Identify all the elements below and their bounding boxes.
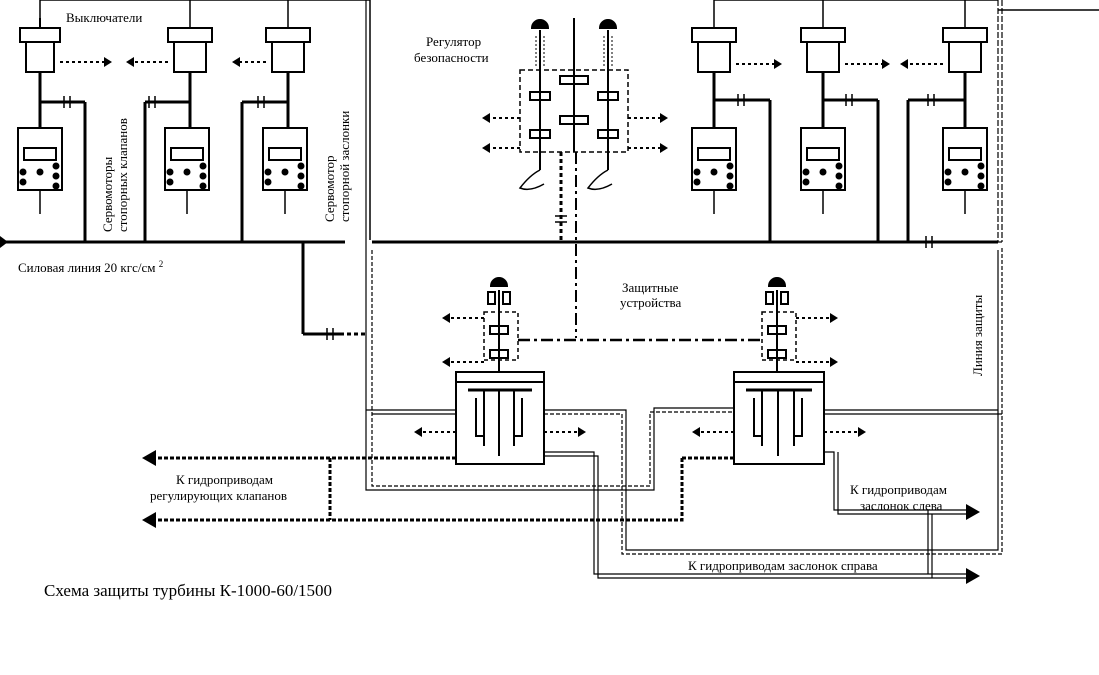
protection-line <box>365 0 1003 555</box>
switch-6 <box>900 27 988 100</box>
label-stop-damper-servo-2: стопорной заслонки <box>337 111 352 222</box>
protective-device-right <box>692 277 866 465</box>
switch-5 <box>800 27 890 100</box>
label-control-valves-1: К гидроприводам <box>176 472 273 487</box>
stop-valve-servo-2 <box>143 96 210 242</box>
label-stop-damper-servo-1: Сервомотор <box>322 156 337 222</box>
label-switches: Выключатели <box>66 10 142 25</box>
label-dampers-right: К гидроприводам заслонок справа <box>688 558 878 573</box>
power-line <box>0 236 998 340</box>
stop-valve-servo-5 <box>906 94 988 242</box>
label-safety-governor-2: безопасности <box>414 50 489 65</box>
control-valve-lines <box>152 456 734 522</box>
protective-device-left <box>414 277 760 465</box>
switch-1 <box>19 18 112 102</box>
switch-4 <box>691 27 782 100</box>
stop-damper-servo <box>240 96 308 242</box>
label-stop-valve-servos-2: стопорных клапанов <box>115 118 130 232</box>
stop-valve-servo-1 <box>17 96 87 242</box>
label-control-valves-2: регулирующих клапанов <box>150 488 287 503</box>
label-protective-devices-1: Защитные <box>622 280 679 295</box>
diagram-caption: Схема защиты турбины К-1000-60/1500 <box>44 581 332 600</box>
label-dampers-left-1: К гидроприводам <box>850 482 947 497</box>
label-protection-line: Линия защиты <box>970 295 985 376</box>
top-signal-lines <box>39 0 1099 240</box>
label-safety-governor-1: Регулятор <box>426 34 481 49</box>
label-power-line: Силовая линия 20 кгс/см 2 <box>18 259 163 275</box>
control-valve-arrowheads <box>142 450 156 528</box>
label-protective-devices-2: устройства <box>620 295 681 310</box>
safety-governor <box>482 18 668 338</box>
stop-valve-servo-4 <box>800 94 880 242</box>
damper-lines <box>544 451 966 579</box>
switch-3 <box>232 27 311 102</box>
stop-valve-servo-3 <box>691 94 772 242</box>
label-stop-valve-servos-1: Сервомоторы <box>100 157 115 232</box>
label-dampers-left-2: заслонок слева <box>860 498 943 513</box>
damper-arrowheads <box>966 504 980 584</box>
switch-2 <box>126 27 213 102</box>
